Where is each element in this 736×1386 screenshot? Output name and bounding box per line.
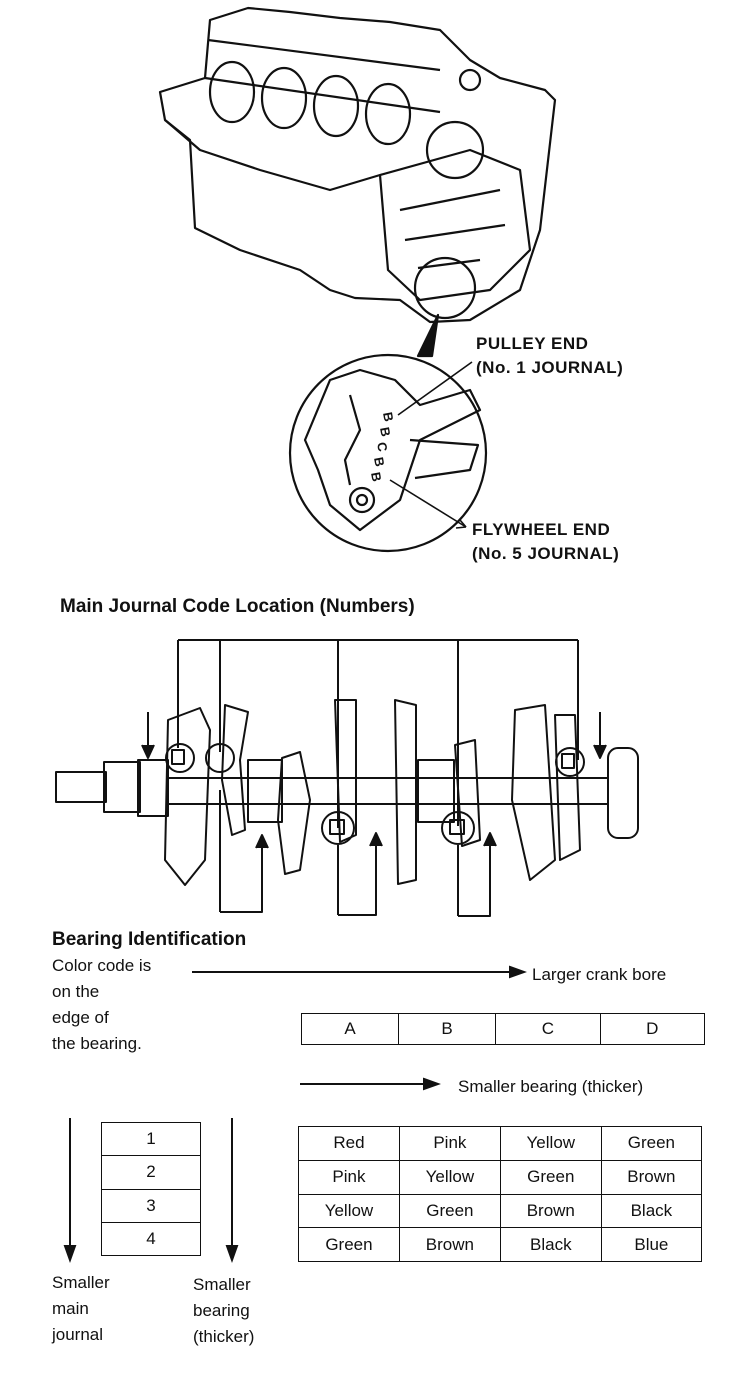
color-cell: Brown xyxy=(499,1193,602,1229)
label-line: Smaller xyxy=(193,1275,251,1294)
crank-bore-code: D xyxy=(599,1013,706,1045)
bearing-color-table: Red Pink Yellow Green Pink Yellow Green … xyxy=(298,1126,703,1262)
smaller-bearing-thicker-label: Smaller bearing (thicker) xyxy=(193,1272,254,1350)
table-row: 4 xyxy=(101,1221,201,1257)
label-line: Smaller xyxy=(52,1273,110,1292)
color-cell: Yellow xyxy=(499,1126,602,1161)
color-cell: Green xyxy=(600,1126,703,1161)
pulley-end-label: PULLEY END xyxy=(476,334,589,353)
color-cell: Black xyxy=(600,1193,703,1229)
engine-block-illustration: B B C B B xyxy=(158,6,557,553)
label-line: journal xyxy=(52,1325,104,1344)
smaller-bearing-label: Smaller bearing (thicker) xyxy=(458,1077,644,1096)
journal-code: 1 xyxy=(101,1121,201,1157)
block-code-letter: B xyxy=(368,471,384,483)
block-code-letter: C xyxy=(374,441,391,453)
table-row: A B C D xyxy=(300,1013,706,1045)
table-row: 2 xyxy=(101,1155,201,1190)
crank-bore-code-table: A B C D xyxy=(300,1013,706,1045)
block-code-letter: B xyxy=(371,456,387,468)
larger-crank-bore-label: Larger crank bore xyxy=(532,965,667,984)
label-line: bearing xyxy=(193,1301,250,1320)
journal-code: 4 xyxy=(101,1221,201,1257)
smaller-main-journal-label: Smaller main journal xyxy=(52,1270,110,1348)
note-line: Color code is xyxy=(52,956,152,975)
table-row: 3 xyxy=(101,1188,201,1223)
color-cell: Yellow xyxy=(298,1193,400,1229)
journal-code-table: 1 2 3 4 xyxy=(101,1121,201,1257)
bearing-identification-title: Bearing Identification xyxy=(52,929,247,950)
note-line: edge of xyxy=(52,1008,109,1027)
table-row: Pink Yellow Green Brown xyxy=(298,1159,703,1195)
color-cell: Brown xyxy=(398,1227,501,1262)
color-code-note: Color code is on the edge of the bearing… xyxy=(52,953,151,1057)
color-cell: Green xyxy=(398,1193,501,1229)
crank-bore-code: B xyxy=(398,1013,497,1045)
color-cell: Blue xyxy=(600,1227,703,1262)
table-row: Green Brown Black Blue xyxy=(298,1227,703,1262)
color-cell: Green xyxy=(499,1159,602,1195)
journal-code: 2 xyxy=(101,1155,201,1190)
pulley-end-journal: (No. 1 JOURNAL) xyxy=(476,358,624,377)
color-cell: Yellow xyxy=(398,1159,501,1195)
note-line: the bearing. xyxy=(52,1034,142,1053)
flywheel-end-callout: FLYWHEEL END (No. 5 JOURNAL) xyxy=(472,518,619,566)
note-line: on the xyxy=(52,982,100,1001)
color-cell: Black xyxy=(499,1227,602,1262)
table-row: Yellow Green Brown Black xyxy=(298,1193,703,1229)
pulley-end-callout: PULLEY END (No. 1 JOURNAL) xyxy=(476,332,623,380)
label-line: main xyxy=(52,1299,89,1318)
label-line: (thicker) xyxy=(193,1327,255,1346)
color-cell: Brown xyxy=(600,1159,703,1195)
journal-code: 3 xyxy=(101,1188,201,1223)
color-cell: Green xyxy=(298,1227,400,1262)
table-row: Red Pink Yellow Green xyxy=(298,1126,703,1161)
crank-bore-code: A xyxy=(300,1013,400,1045)
crankshaft-illustration xyxy=(55,639,639,917)
color-cell: Red xyxy=(298,1126,400,1161)
color-cell: Pink xyxy=(398,1126,501,1161)
main-journal-title: Main Journal Code Location (Numbers) xyxy=(60,596,415,617)
flywheel-end-label: FLYWHEEL END xyxy=(472,520,611,539)
crank-bore-code: C xyxy=(495,1013,601,1045)
table-row: 1 xyxy=(101,1121,201,1157)
color-cell: Pink xyxy=(298,1159,400,1195)
block-code-letter: B xyxy=(380,411,396,423)
flywheel-end-journal: (No. 5 JOURNAL) xyxy=(472,544,620,563)
block-code-letter: B xyxy=(377,426,393,438)
